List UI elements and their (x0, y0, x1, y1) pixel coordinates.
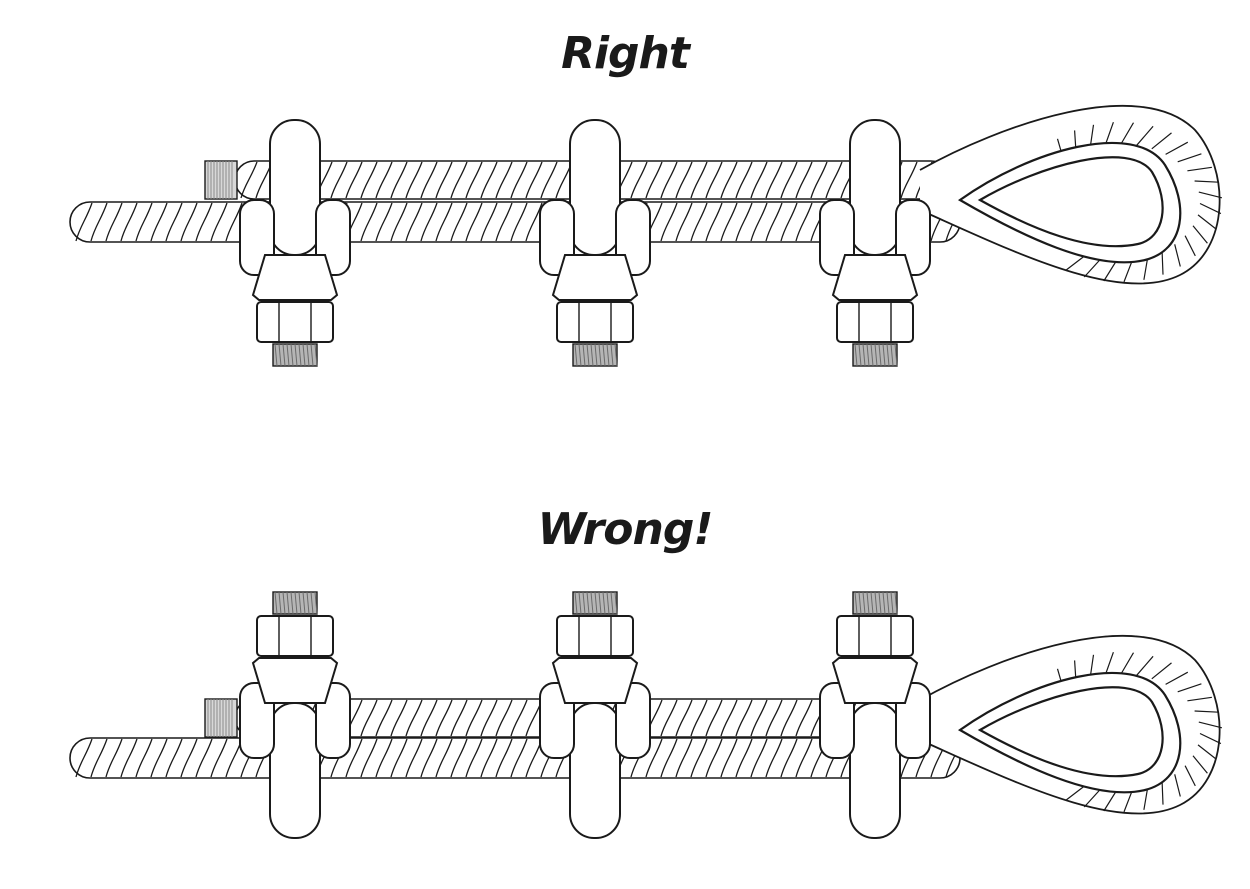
wrong-clip-3-u-bolt (849, 702, 901, 839)
wrong-clip-1-thread-lines (274, 591, 318, 615)
wrong-clip-2-nut (556, 615, 634, 657)
wrong-clip-1-nut (256, 615, 334, 657)
right-clip-2-nut-faces (578, 302, 612, 342)
right-clip-1-nut-faces (278, 302, 312, 342)
right-clip-1-u-bolt (269, 119, 321, 256)
right-clip-3 (819, 119, 931, 367)
right-clip-3-u-bolt (849, 119, 901, 256)
right-clip-1-saddle (251, 254, 339, 301)
right-heading: Right (561, 28, 690, 79)
right-thimble-eye-wrap-strands (1056, 121, 1223, 283)
wrong-clip-2-u-bolt (569, 702, 621, 839)
right-clip-2-u-bolt (569, 119, 621, 256)
wrong-clip-1-saddle (251, 657, 339, 704)
wrong-clip-2-nut-faces (578, 616, 612, 656)
right-thimble-eye (919, 105, 1223, 285)
wrong-thimble-eye (919, 635, 1223, 815)
wrong-heading: Wrong! (537, 504, 714, 555)
right-clip-3-nut (836, 301, 914, 343)
right-clip-1-thread-lines (274, 343, 318, 367)
right-dead-end-tip (204, 160, 238, 200)
right-clip-2-thread-lines (574, 343, 618, 367)
wrong-dead-end-tip-wires (207, 699, 233, 737)
wrong-thimble-eye-wrap-strands (1056, 651, 1223, 813)
right-clip-1-nut (256, 301, 334, 343)
wrong-clip-1-nut-faces (278, 616, 312, 656)
wrong-dead-end-tip (204, 698, 238, 738)
right-clip-3-nut-faces (858, 302, 892, 342)
wrong-installation-panel (0, 580, 1250, 850)
right-clip-2-nut (556, 301, 634, 343)
right-thimble-eye-thimble-inner (977, 156, 1164, 248)
right-installation-drawing (69, 105, 1223, 367)
wrong-clip-2 (539, 591, 651, 839)
right-clip-3-saddle (831, 254, 919, 301)
wrong-clip-2-thread-lines (574, 591, 618, 615)
right-clip-3-thread-lines (854, 343, 898, 367)
right-dead-end-tip-wires (207, 161, 233, 199)
wrong-clip-3-nut (836, 615, 914, 657)
wrong-clip-1-u-bolt (269, 702, 321, 839)
wrong-clip-3-saddle (831, 657, 919, 704)
wrong-clip-1 (239, 591, 351, 839)
right-clip-2-saddle (551, 254, 639, 301)
wrong-thimble-eye-thimble-inner (977, 686, 1164, 778)
wrong-installation-drawing (69, 591, 1223, 839)
wrong-clip-3 (819, 591, 931, 839)
wrong-clip-3-thread-lines (854, 591, 898, 615)
right-clip-1 (239, 119, 351, 367)
wrong-clip-2-saddle (551, 657, 639, 704)
wrong-clip-3-nut-faces (858, 616, 892, 656)
right-clip-2 (539, 119, 651, 367)
right-installation-panel (0, 100, 1250, 390)
